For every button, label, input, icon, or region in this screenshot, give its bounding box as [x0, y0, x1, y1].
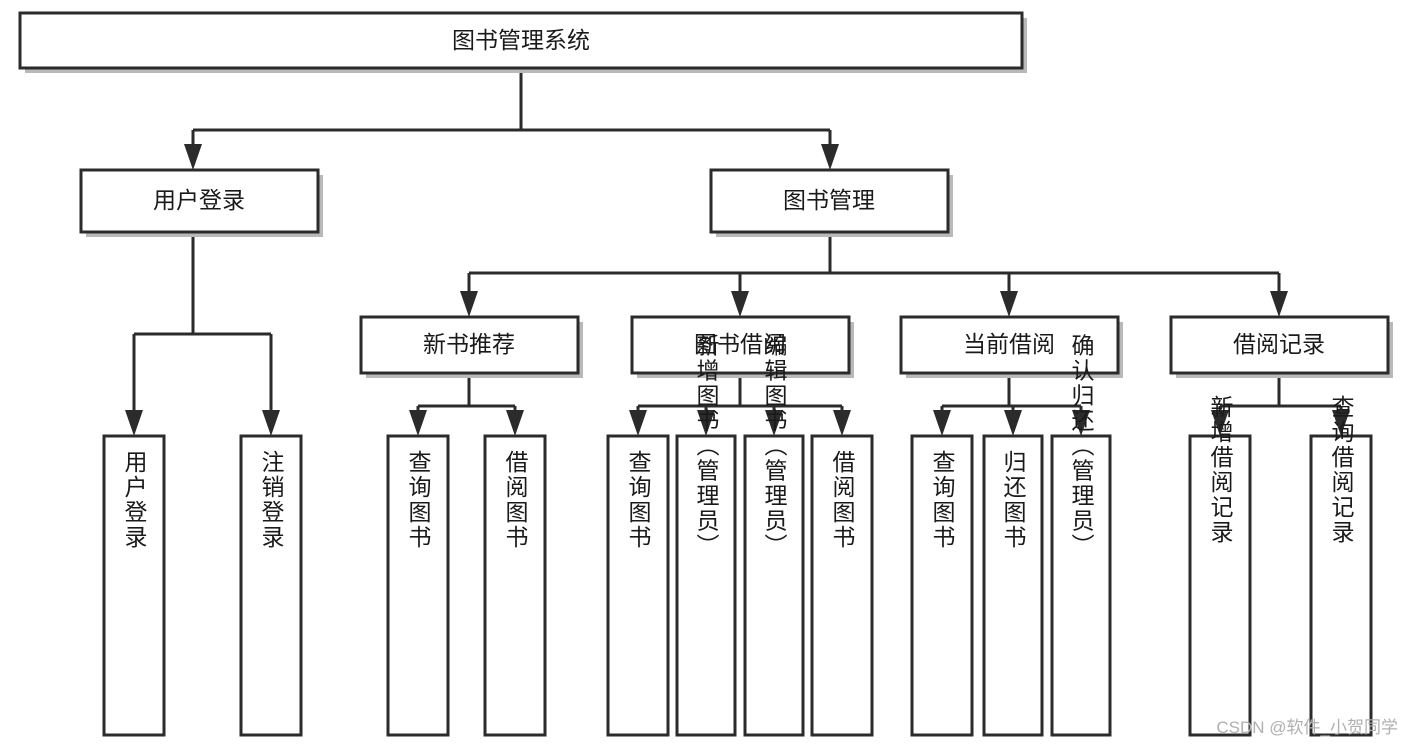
- node-current-borrow-label: 当前借阅: [963, 331, 1055, 357]
- csdn-watermark: CSDN @软件_小贺同学: [1216, 718, 1398, 737]
- connectors-layer: [125, 68, 1350, 436]
- node-root-label: 图书管理系统: [452, 27, 590, 53]
- edge-book-borrow-to-leaves: [629, 373, 851, 436]
- node-current-borrow[interactable]: 当前借阅: [899, 315, 1123, 378]
- node-new-book-recommend-label: 新书推荐: [423, 331, 515, 357]
- node-leaf-user-login-label: 用户登录: [121, 450, 148, 550]
- edge-user-login-to-leaves: [125, 232, 280, 436]
- node-leaf-confirm-return-admin[interactable]: 确认归还（管理员）: [1050, 334, 1112, 737]
- node-leaf-user-login[interactable]: 用户登录: [102, 434, 166, 737]
- node-leaf-edit-book-admin-label: 编辑图书（管理员）: [761, 334, 788, 559]
- node-leaf-query-book-rec-label: 查询图书: [405, 450, 432, 550]
- node-leaf-query-book-current[interactable]: 查询图书: [910, 434, 974, 737]
- node-borrow-records-label: 借阅记录: [1233, 331, 1325, 357]
- node-leaf-query-book-borrow[interactable]: 查询图书: [606, 434, 670, 737]
- node-book-borrow-label: 图书借阅: [694, 331, 786, 357]
- node-borrow-records[interactable]: 借阅记录: [1169, 315, 1393, 378]
- node-leaf-logout-label: 注销登录: [258, 450, 285, 550]
- node-root-system[interactable]: 图书管理系统: [18, 11, 1027, 73]
- edge-borrow-records-to-leaves: [1211, 373, 1350, 436]
- edge-root-to-level2: [184, 68, 839, 170]
- node-leaf-borrow-book-rec-label: 借阅图书: [502, 450, 529, 550]
- node-leaf-query-borrow-record[interactable]: 查询借阅记录: [1309, 395, 1373, 737]
- node-leaf-return-book[interactable]: 归还图书: [982, 434, 1044, 737]
- node-user-login[interactable]: 用户登录: [79, 168, 323, 237]
- node-leaf-edit-book-admin[interactable]: 编辑图书（管理员）: [743, 334, 805, 737]
- node-leaf-borrow-book-borrow-label: 借阅图书: [829, 450, 856, 550]
- node-leaf-query-book-borrow-label: 查询图书: [625, 450, 652, 550]
- node-leaf-add-borrow-record[interactable]: 新增借阅记录: [1188, 395, 1252, 737]
- node-book-management-label: 图书管理: [783, 187, 875, 213]
- node-leaf-query-borrow-record-label: 查询借阅记录: [1328, 395, 1355, 545]
- node-book-management[interactable]: 图书管理: [709, 168, 953, 237]
- node-leaf-borrow-book-borrow[interactable]: 借阅图书: [810, 434, 874, 737]
- node-leaf-logout[interactable]: 注销登录: [239, 434, 303, 737]
- node-leaf-return-book-label: 归还图书: [1000, 450, 1027, 550]
- node-leaf-add-book-admin[interactable]: 新增图书（管理员）: [675, 334, 737, 737]
- node-leaf-add-book-admin-label: 新增图书（管理员）: [693, 334, 720, 559]
- node-leaf-confirm-return-admin-label: 确认归还（管理员）: [1068, 334, 1095, 559]
- node-new-book-recommend[interactable]: 新书推荐: [359, 315, 583, 378]
- node-leaf-query-book-current-label: 查询图书: [929, 450, 956, 550]
- edge-new-book-rec-to-leaves: [409, 373, 524, 436]
- node-leaf-borrow-book-rec[interactable]: 借阅图书: [483, 434, 547, 737]
- node-leaf-query-book-rec[interactable]: 查询图书: [386, 434, 450, 737]
- node-book-borrow[interactable]: 图书借阅: [630, 315, 854, 378]
- node-user-login-label: 用户登录: [153, 187, 245, 213]
- edge-book-mgmt-to-level3: [460, 232, 1288, 317]
- node-leaf-add-borrow-record-label: 新增借阅记录: [1207, 395, 1234, 545]
- edge-current-borrow-to-leaves: [933, 373, 1090, 436]
